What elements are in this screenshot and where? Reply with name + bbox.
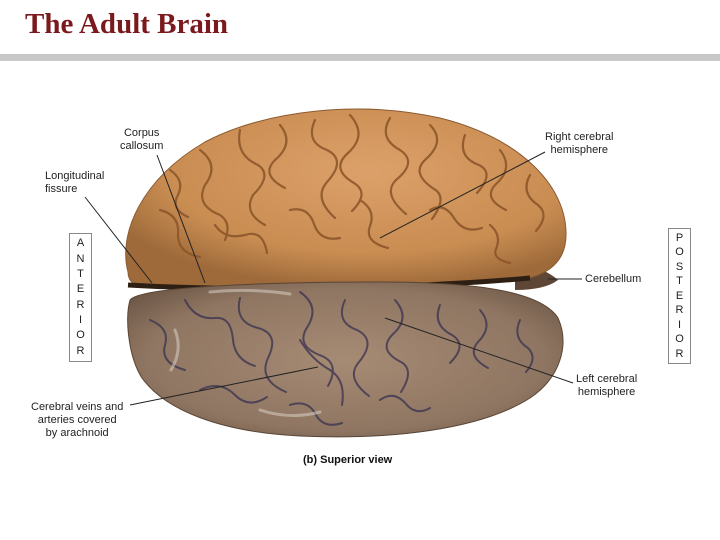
leader-longitudinal-fissure xyxy=(84,196,153,284)
label-cerebellum: Cerebellum xyxy=(585,273,642,285)
anterior-letter: A xyxy=(76,237,85,250)
right-hemisphere-gyri xyxy=(158,113,545,265)
posterior-letter: P xyxy=(675,231,684,244)
title-divider xyxy=(0,54,720,61)
caption-letter: (b) xyxy=(303,454,318,466)
posterior-letter: O xyxy=(675,333,684,345)
leader-cerebral-veins xyxy=(129,366,319,406)
leader-lines xyxy=(84,151,582,406)
figure-caption: (b) Superior view xyxy=(303,454,392,466)
caption-text: Superior view xyxy=(320,454,393,466)
posterior-letter: S xyxy=(675,260,684,273)
anterior-letter: E xyxy=(76,283,85,296)
label-corpus-callosum: Corpus callosum xyxy=(120,127,164,152)
anterior-letter: I xyxy=(78,313,83,326)
label-right-cerebral-hemisphere: Right cerebral hemisphere xyxy=(545,131,614,156)
right-hemisphere-shape xyxy=(125,108,567,289)
posterior-letter: O xyxy=(675,246,684,258)
anterior-letter: T xyxy=(77,267,84,280)
posterior-letter: E xyxy=(675,289,684,302)
slide-title: The Adult Brain xyxy=(25,8,229,40)
posterior-letter: R xyxy=(675,304,684,316)
anterior-letter: R xyxy=(76,298,85,311)
leader-right-hemisphere xyxy=(379,151,546,239)
posterior-letter: I xyxy=(677,318,682,331)
posterior-letter: R xyxy=(675,347,684,360)
anterior-orientation-box: A N T E R I O R xyxy=(69,233,92,362)
anterior-letter: N xyxy=(76,252,85,265)
label-left-cerebral-hemisphere: Left cerebral hemisphere xyxy=(576,373,638,398)
anterior-letter: R xyxy=(76,344,85,357)
left-hemisphere-shape xyxy=(127,281,564,438)
label-cerebral-veins: Cerebral veins and arteries covered by a… xyxy=(31,401,124,439)
arachnoid-highlights xyxy=(169,288,322,417)
leader-corpus-callosum xyxy=(156,154,206,284)
posterior-letter: T xyxy=(676,275,683,287)
leader-left-hemisphere xyxy=(384,317,574,384)
posterior-orientation-box: P O S T E R I O R xyxy=(668,228,691,364)
anterior-letter: O xyxy=(76,329,85,342)
label-longitudinal-fissure: Longitudinal fissure xyxy=(45,170,105,195)
